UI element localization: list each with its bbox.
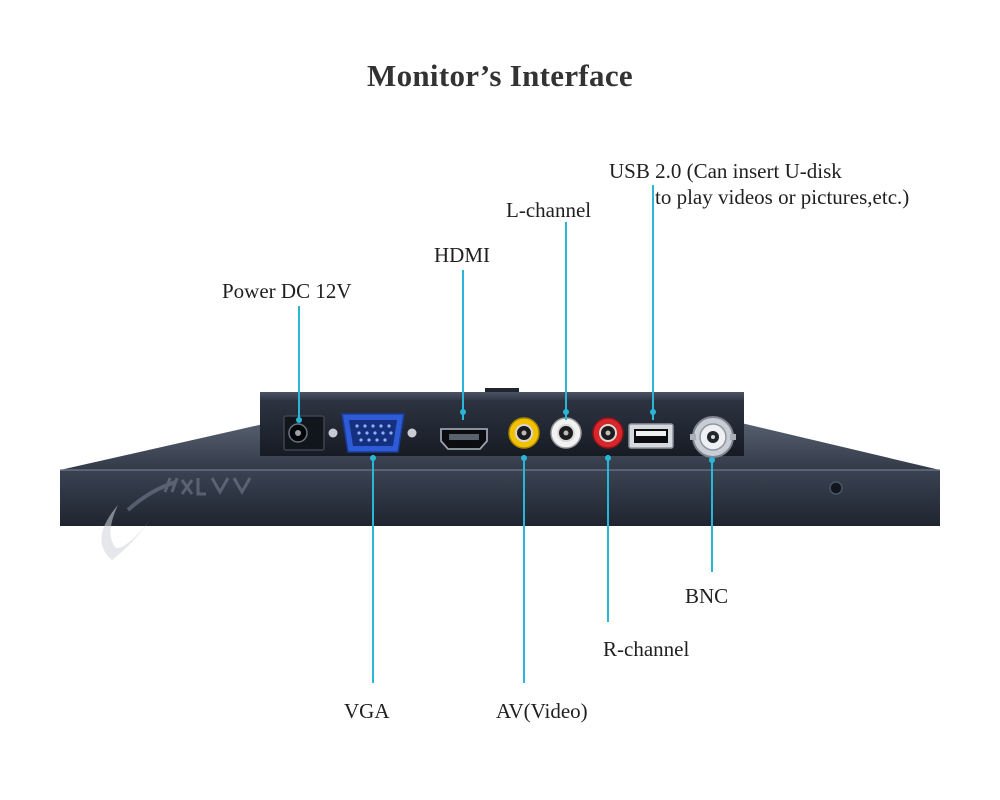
hdmi-port <box>440 428 488 450</box>
l-channel-label: L-channel <box>506 198 592 222</box>
dc-power-jack <box>283 415 325 451</box>
l-channel-rca-port <box>550 417 582 449</box>
vga-label: VGA <box>344 699 390 723</box>
power-dc-label: Power DC 12V <box>222 279 352 303</box>
leader-lines <box>298 185 713 683</box>
bnc-port <box>690 416 736 458</box>
usb-label-line1: USB 2.0 (Can insert U-disk <box>609 159 842 183</box>
leader-dots <box>296 409 715 463</box>
brand-watermark-logo <box>101 477 252 560</box>
page-title: Monitor’s Interface <box>367 58 633 93</box>
usb-label-line2: to play videos or pictures,etc.) <box>655 185 910 209</box>
av-video-label: AV(Video) <box>496 699 588 723</box>
av-video-rca-port <box>508 417 540 449</box>
usb-label: USB 2.0 (Can insert U-disk to play video… <box>609 158 909 210</box>
vga-port <box>328 413 417 453</box>
hdmi-label: HDMI <box>434 243 490 267</box>
usb-port <box>628 423 674 449</box>
power-button-icon <box>829 481 843 495</box>
bnc-label: BNC <box>685 584 729 608</box>
r-channel-label: R-channel <box>603 637 690 661</box>
r-channel-rca-port <box>592 417 624 449</box>
